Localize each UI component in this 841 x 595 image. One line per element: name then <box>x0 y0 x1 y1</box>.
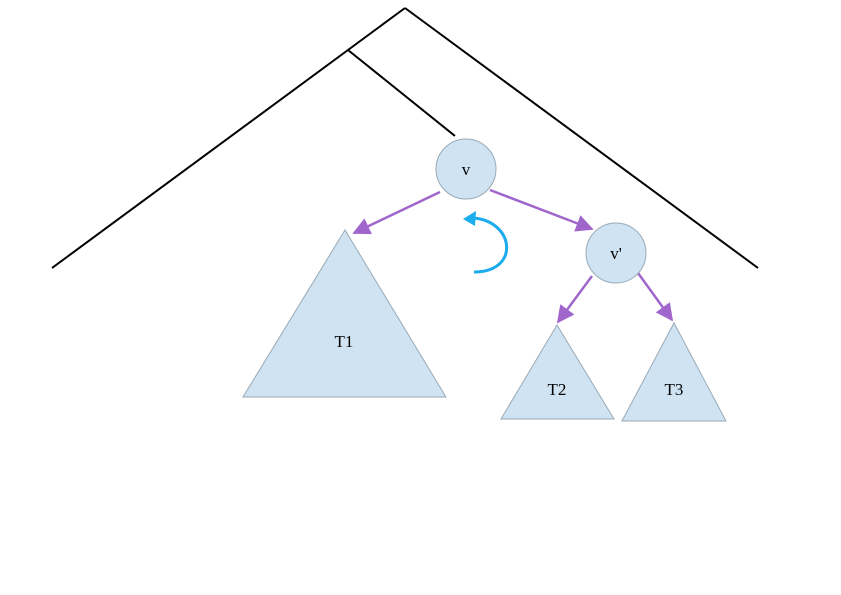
outer-left-edge <box>51 7 406 269</box>
subtree-t3-label: T3 <box>665 380 684 399</box>
subtree-t1-triangle <box>242 229 447 398</box>
rotate-arrow-curve <box>473 216 509 274</box>
subtree-t2-label: T2 <box>548 380 567 399</box>
subtree-t1: T1 <box>242 229 447 398</box>
node-vprime: v' <box>585 222 647 284</box>
arrow-vprime-to-t3 <box>636 272 674 322</box>
node-v-label: v <box>462 160 471 179</box>
arrow-vprime-to-t2 <box>556 275 594 324</box>
outer-tree-outline <box>51 7 759 269</box>
node-v: v <box>435 138 497 200</box>
path-to-v-edge <box>347 49 456 137</box>
subtree-t3: T3 <box>621 321 727 422</box>
rotate-arrow-head <box>463 211 476 226</box>
outer-right-edge <box>404 7 759 269</box>
node-vprime-label: v' <box>610 244 622 263</box>
arrow-v-to-vprime <box>489 188 594 232</box>
node-vprime-circle <box>585 222 647 284</box>
pointer-arrows <box>352 188 674 324</box>
subtree-t1-label: T1 <box>335 332 354 351</box>
arrow-v-to-t1 <box>352 190 441 235</box>
subtree-t2-triangle <box>500 324 615 420</box>
subtree-t3-triangle <box>621 321 727 422</box>
rotate-arrow-icon <box>463 211 509 274</box>
subtree-t2: T2 <box>500 324 615 420</box>
node-v-circle <box>435 138 497 200</box>
